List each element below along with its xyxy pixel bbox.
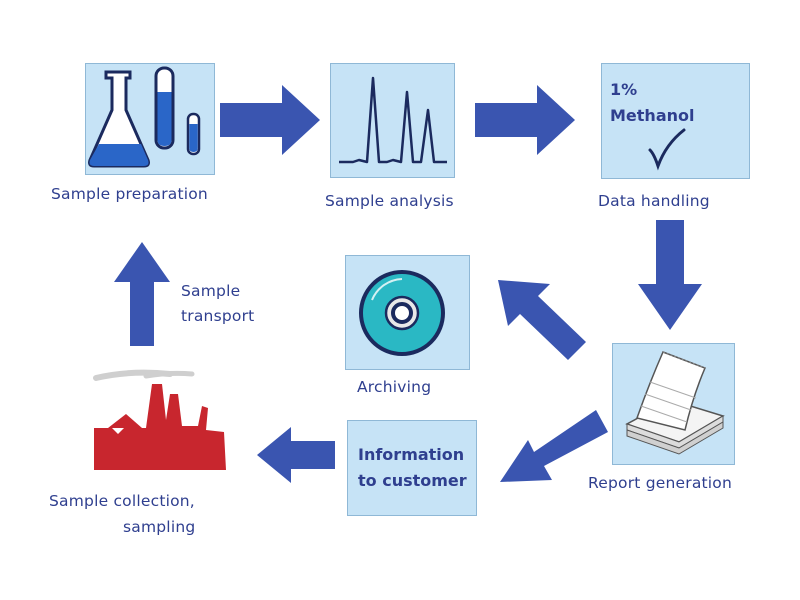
factory-icon [93,369,226,470]
information-line1: Information [358,445,465,464]
archiving-label: Archiving [357,378,432,396]
arrow-down-left-icon [500,410,608,482]
data-handling-label: Data handling [598,192,710,210]
arrow-left-icon [257,427,335,483]
sample-transport-label-line1: Sample [181,282,241,300]
sample-preparation-label: Sample preparation [51,185,208,203]
arrow-up-icon [114,242,170,346]
paper-stack-icon [625,351,725,455]
checkmark-icon [648,128,686,171]
disc-icon [359,270,445,356]
data-handling-box: 1% Methanol [601,63,750,179]
arrow-up-left-icon [498,280,586,360]
information-line2: to customer [358,471,467,490]
chromatogram-icon [339,76,447,164]
sample-analysis-box [330,63,455,178]
sample-preparation-box [85,63,215,175]
report-generation-box [612,343,735,465]
information-box: Information to customer [347,420,477,516]
data-handling-percent: 1% [610,80,638,99]
arrow-down-icon [638,220,702,330]
sample-analysis-label: Sample analysis [325,192,454,210]
arrow-right-icon [475,85,575,155]
data-handling-substance: Methanol [610,106,695,125]
sample-collection-label-line2: sampling [123,518,196,536]
lab-glassware-icon [88,66,201,168]
archiving-box [345,255,470,370]
sample-transport-label-line2: transport [181,307,255,325]
report-generation-label: Report generation [588,474,733,492]
sample-collection-label-line1: Sample collection, [49,492,195,510]
arrow-right-icon [220,85,320,155]
